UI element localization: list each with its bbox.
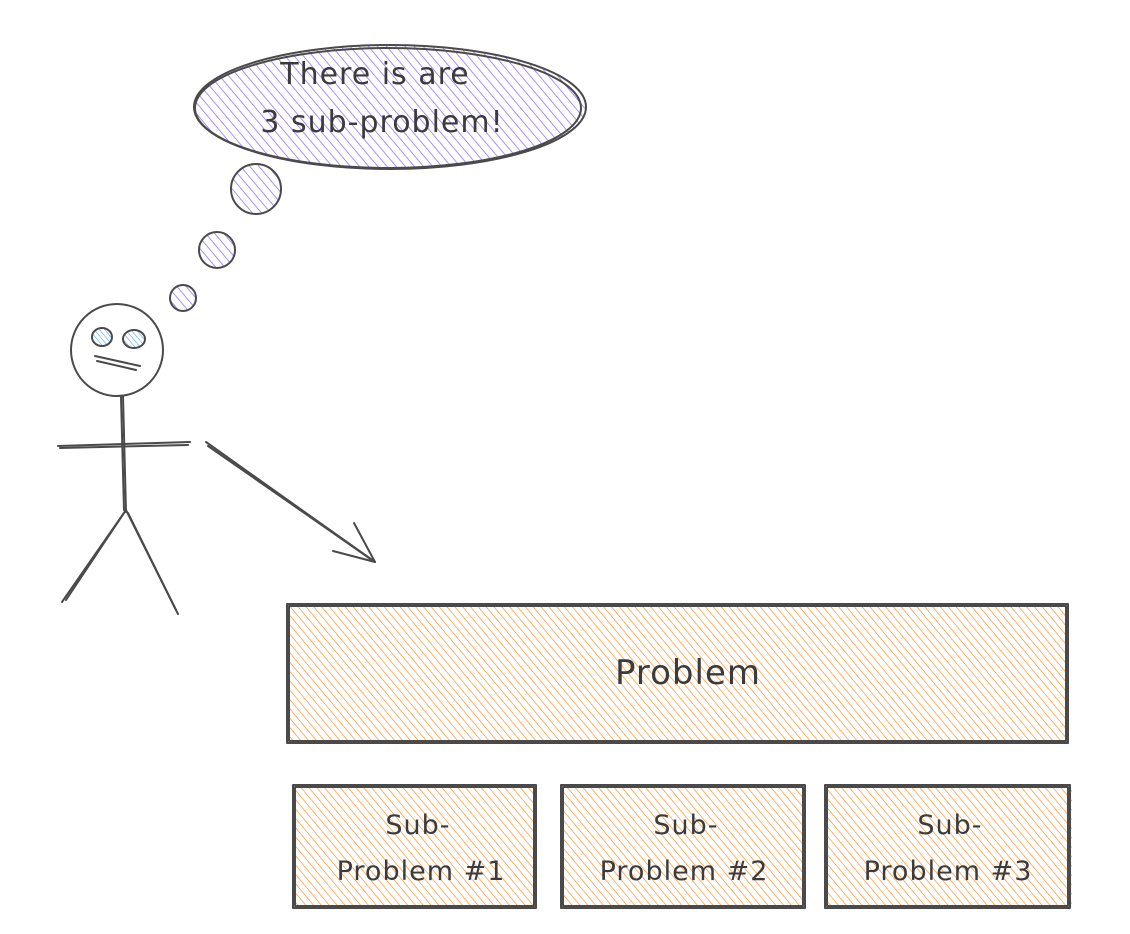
figure-mouth-2 [96,360,137,371]
sub-problem-box-3: Sub- Problem #3 [824,784,1072,909]
figure-body [122,395,127,513]
pointing-arrow-icon [205,441,376,563]
figure-head [70,303,164,397]
thought-dot-small [170,285,196,311]
sub-problem-3-line1: Sub- [917,810,982,841]
figure-left-leg-2 [65,512,125,601]
problem-label: Problem [615,653,761,693]
problem-box-fill [286,604,1068,742]
thought-bubble: There is are 3 sub-problem! [193,44,587,170]
sub-problem-1-outline [292,784,537,909]
thought-dot-medium [199,232,235,268]
left-eye-icon [92,328,112,346]
left-eye-outline [91,327,113,347]
sub-problem-1-fill [292,784,536,908]
sub-problem-2-outline-2 [562,786,804,907]
problem-box-outline [286,603,1069,744]
sub-problem-3-outline-2 [826,786,1069,907]
sub-problem-box-1: Sub- Problem #1 [292,784,537,909]
sub-problem-box-2: Sub- Problem #2 [560,784,806,909]
sub-problem-2-outline [560,784,806,909]
figure-arms-2 [59,444,189,449]
sub-problem-3-fill [824,784,1072,908]
thought-dot-large [231,164,281,214]
sub-problem-1-line1: Sub- [385,810,450,841]
thought-dot-small-outline [169,284,197,312]
sub-problem-1-line2: Problem #1 [337,856,506,887]
figure-mouth [94,355,141,367]
sub-problem-3-outline [824,784,1071,909]
sub-problem-2-line2: Problem #2 [600,856,769,887]
thought-dot-large-outline [230,163,282,215]
stick-figure [57,303,191,615]
arrow-shaft-2 [207,445,373,561]
arrow-head-2 [353,522,376,563]
thought-dots [169,163,282,312]
arrow-head-1 [332,550,376,563]
figure-arms [57,441,191,447]
thought-line-1: There is are [279,57,469,92]
thought-bubble-outline-2 [194,47,582,169]
thought-line-2: 3 sub-problem! [260,105,503,140]
thought-dot-medium-outline [198,231,236,269]
sub-problem-2-line1: Sub- [653,810,718,841]
sub-problem-2-fill [560,784,806,908]
problem-box: Problem [286,603,1069,744]
right-eye-icon [123,330,145,348]
sub-problem-1-outline-2 [294,786,535,907]
figure-right-leg-2 [127,512,177,611]
sub-problem-3-line2: Problem #3 [864,856,1033,887]
right-eye-outline [122,329,146,349]
figure-body-2 [120,396,125,511]
problem-box-outline-2 [288,605,1067,742]
thought-bubble-outline [193,44,587,170]
thought-bubble-fill [194,45,586,169]
